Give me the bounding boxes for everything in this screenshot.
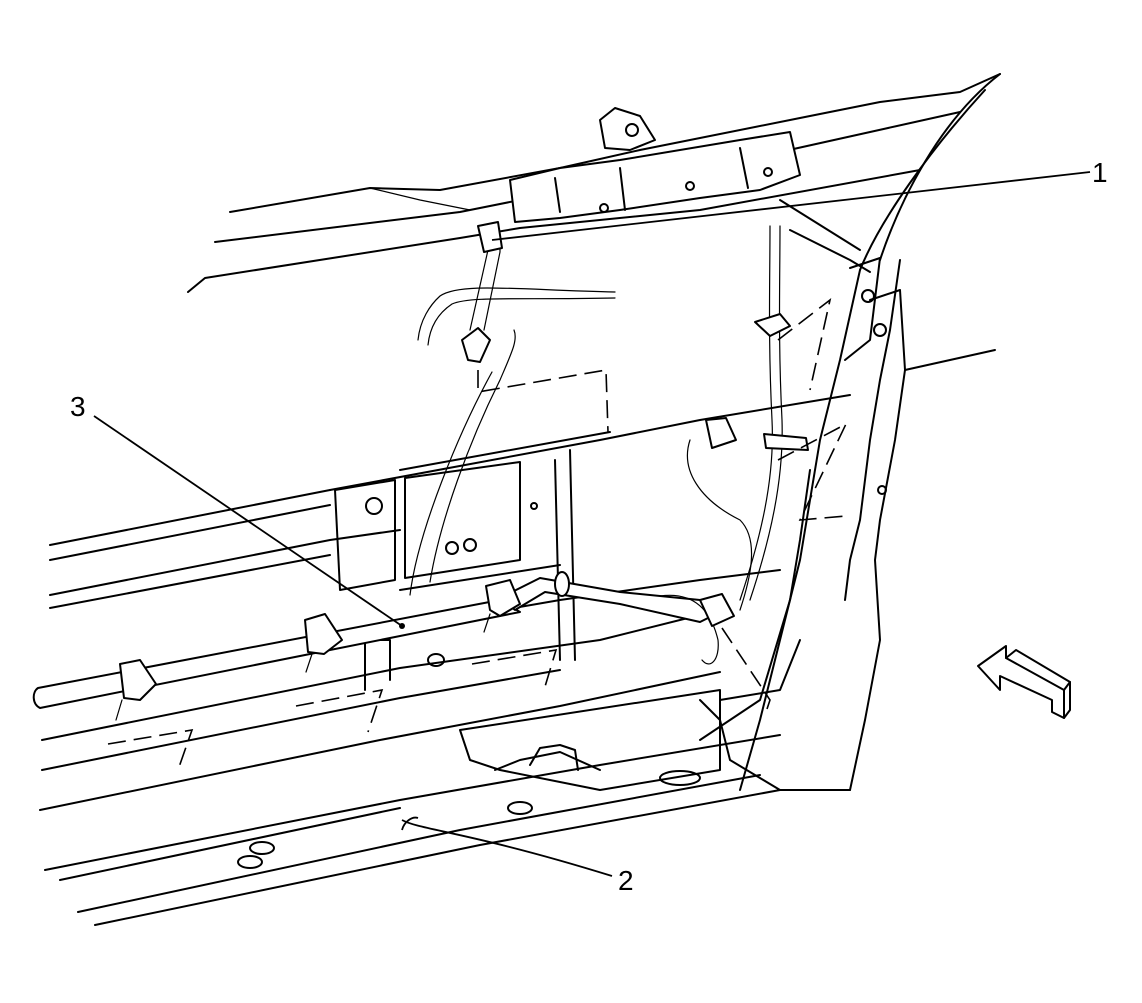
- door-opening: [329, 394, 851, 661]
- callout-leaders: [93, 171, 1091, 877]
- view-direction-arrow-icon: [977, 645, 1071, 719]
- callout-3-dot: [399, 623, 405, 629]
- callout-3-leader: [93, 415, 403, 627]
- callout-1-label: 1: [1092, 157, 1108, 188]
- clip-center: [304, 613, 343, 655]
- callout-2-hook: [401, 816, 419, 831]
- clip-left: [119, 659, 157, 701]
- clip-right: [485, 579, 521, 617]
- callout-3-label: 3: [70, 391, 86, 422]
- callout-2-leader: [401, 819, 613, 877]
- rocker-panel: [39, 469, 851, 926]
- callout-1-leader: [491, 171, 1091, 241]
- roof-bracket: [509, 107, 801, 223]
- alignment-dashes: [107, 298, 848, 771]
- callout-2-label: 2: [618, 865, 634, 896]
- wiring-harness: [32, 221, 809, 721]
- a-pillar: [739, 199, 996, 791]
